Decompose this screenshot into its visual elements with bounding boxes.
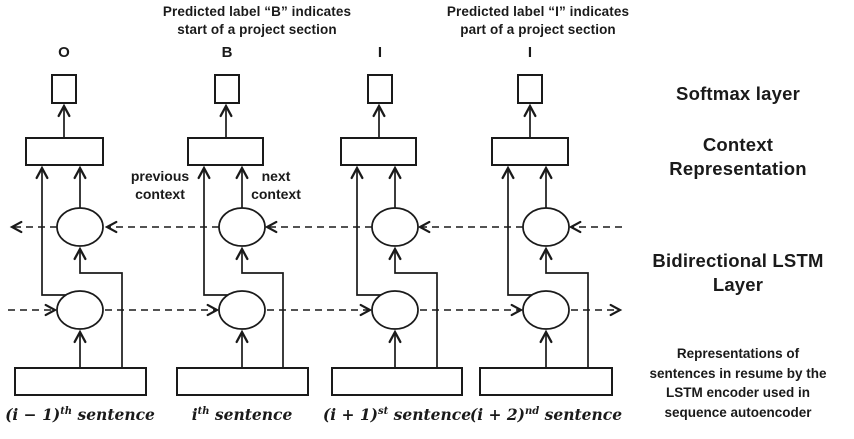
note-line: next	[261, 168, 291, 184]
context-representation-box	[340, 137, 417, 166]
previous-context-note: previous context	[124, 167, 196, 203]
softmax-layer-label: Softmax layer	[676, 83, 800, 104]
column-2	[176, 74, 309, 396]
label-superscript: th	[60, 405, 73, 417]
sentence-representation-box	[14, 367, 147, 396]
predicted-label-b: B	[221, 44, 233, 61]
note-line: context	[135, 186, 185, 202]
forward-lstm-node	[371, 290, 419, 330]
column-1	[14, 74, 147, 396]
label-line: Context	[702, 134, 774, 155]
sentence-label-2: ith sentence	[162, 405, 322, 424]
arrow-sentence-to-backward	[73, 246, 123, 368]
arrow-sentence-to-backward	[388, 246, 438, 368]
arrow-sentence-to-backward	[235, 246, 284, 368]
softmax-output-box	[367, 74, 393, 104]
softmax-output-box	[517, 74, 543, 104]
backward-lstm-node	[371, 207, 419, 247]
note-line: context	[251, 186, 301, 202]
label-text: sentence	[539, 405, 623, 424]
label-line: Representation	[669, 157, 807, 179]
column-4	[479, 74, 613, 396]
forward-lstm-node	[218, 290, 266, 330]
label-line: Representations of	[676, 346, 800, 361]
next-context-note: next context	[243, 167, 309, 203]
bidirectional-lstm-label: Bidirectional LSTM Layer	[622, 249, 854, 296]
forward-lstm-node	[522, 290, 570, 330]
annotation-line: part of a project section	[460, 21, 616, 37]
arrow-forward-to-context	[197, 165, 228, 296]
sentence-representation-box	[331, 367, 463, 396]
label-line: Bidirectional LSTM	[652, 250, 824, 271]
sentence-label-4: (i + 2)nd sentence	[466, 405, 626, 424]
annotation-label-i: Predicted label “I” indicates part of a …	[413, 3, 663, 38]
softmax-output-box	[51, 74, 77, 104]
label-superscript: nd	[525, 405, 540, 417]
note-line: previous	[130, 168, 190, 184]
backward-lstm-node	[218, 207, 266, 247]
annotation-line: Predicted label “B” indicates	[162, 4, 352, 19]
label-text: sentence	[72, 405, 155, 424]
arrow-sentence-to-backward	[539, 246, 589, 368]
label-line: LSTM encoder used in	[665, 385, 811, 400]
forward-lstm-node	[56, 290, 104, 330]
label-line: sequence autoencoder	[664, 404, 812, 420]
arrow-forward-to-context	[501, 165, 532, 296]
predicted-label-o: O	[58, 44, 70, 61]
label-text: i	[191, 405, 198, 424]
sentence-representation-box	[176, 367, 309, 396]
annotation-line: start of a project section	[177, 21, 337, 37]
label-superscript: st	[378, 405, 389, 417]
arrow-forward-to-context	[350, 165, 381, 296]
label-superscript: th	[197, 405, 210, 417]
backward-lstm-node	[522, 207, 570, 247]
label-text: (i − 1)	[5, 405, 61, 424]
annotation-line: Predicted label “I” indicates	[446, 4, 630, 19]
label-text: (i + 2)	[469, 405, 525, 424]
label-text: sentence	[209, 405, 293, 424]
context-representation-box	[187, 137, 264, 166]
softmax-output-box	[214, 74, 240, 104]
annotation-label-b: Predicted label “B” indicates start of a…	[132, 3, 382, 38]
arrow-forward-to-context	[35, 165, 66, 296]
label-text: (i + 1)	[322, 405, 379, 424]
sentence-label-3: (i + 1)st sentence	[317, 405, 477, 424]
label-line: sentences in resume by the	[649, 365, 827, 381]
column-3	[331, 74, 463, 396]
predicted-label-i2: I	[527, 44, 533, 61]
label-line: Layer	[712, 273, 764, 295]
sentence-representations-label: Representations of sentences in resume b…	[622, 344, 854, 422]
sentence-representation-box	[479, 367, 613, 396]
context-representation-label: Context Representation	[622, 133, 854, 180]
predicted-label-i1: I	[377, 44, 383, 61]
backward-lstm-node	[56, 207, 104, 247]
label-text: sentence	[388, 405, 472, 424]
context-representation-box	[491, 137, 569, 166]
context-representation-box	[25, 137, 104, 166]
sentence-label-1: (i − 1)th sentence	[0, 405, 160, 424]
